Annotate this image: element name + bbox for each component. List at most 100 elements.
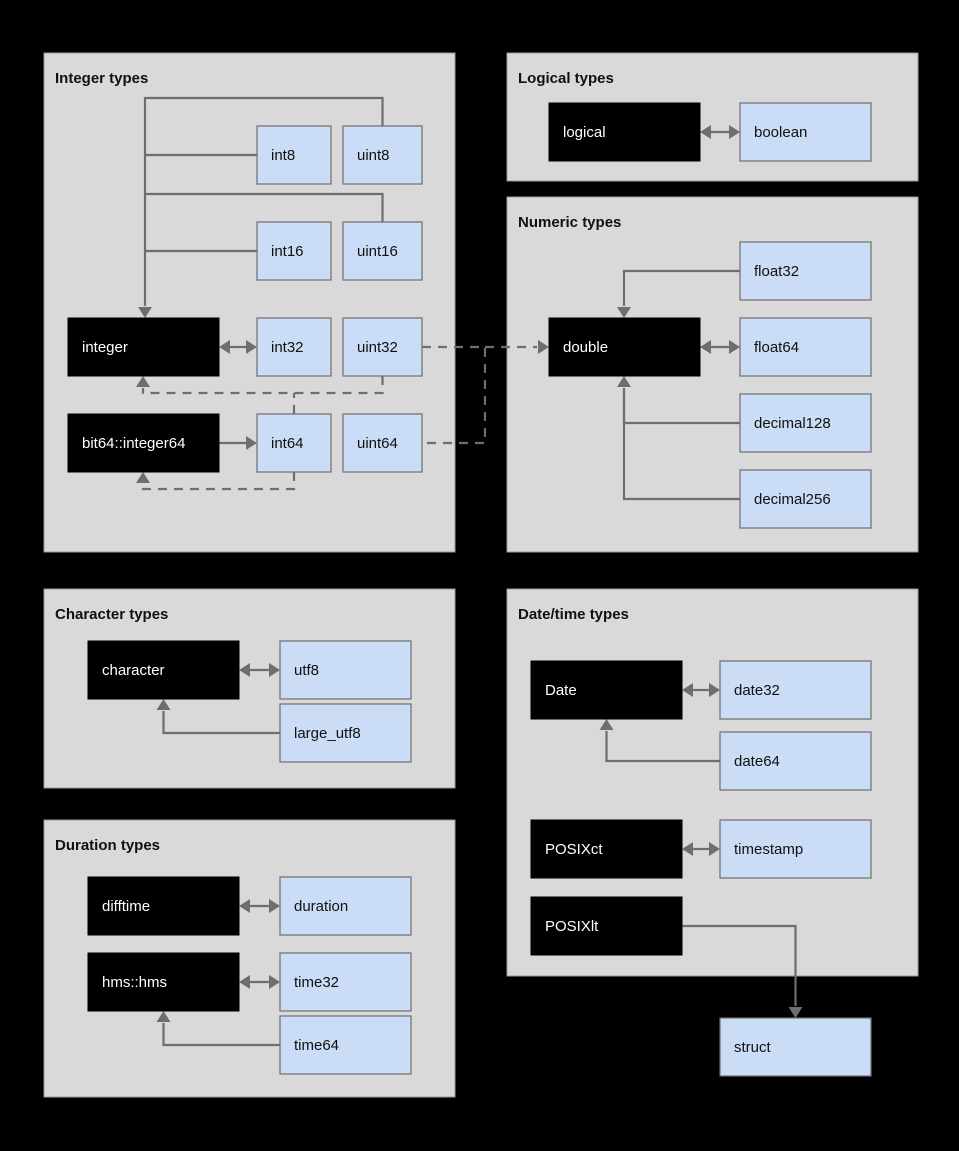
panel-title: Date/time types	[518, 606, 629, 623]
node-double[interactable]: double	[548, 317, 701, 377]
arrowhead-time64-hms	[156, 1011, 171, 1022]
arrowhead-decimal-double	[617, 376, 631, 387]
panel-title: Character types	[55, 606, 168, 623]
node-label: large_utf8	[294, 725, 361, 742]
edges-layer	[136, 96, 803, 1047]
node-label: hms::hms	[102, 974, 167, 991]
arrowhead-int64-int64r	[136, 472, 150, 483]
edge-POSIXlt-struct	[682, 924, 797, 1006]
arrowhead-date32-Date	[682, 683, 693, 697]
node-int8[interactable]: int8	[256, 125, 332, 185]
arrowhead-uint32-integer	[136, 376, 150, 387]
node-time32[interactable]: time32	[279, 952, 412, 1012]
node-label: POSIXct	[545, 841, 603, 858]
panel-title: Duration types	[55, 837, 160, 854]
arrowhead-integer-int32	[246, 340, 257, 354]
node-label: date32	[734, 682, 780, 699]
node-label: double	[563, 339, 608, 356]
node-uint64[interactable]: uint64	[342, 413, 423, 473]
node-label: integer	[82, 339, 128, 356]
arrowhead-boolean-logical	[700, 125, 711, 139]
node-POSIXct[interactable]: POSIXct	[530, 819, 683, 879]
node-label: POSIXlt	[545, 918, 599, 935]
node-int64[interactable]: int64	[256, 413, 332, 473]
arrowhead-timestamp-POSIXct	[682, 842, 693, 856]
node-int64r[interactable]: bit64::integer64	[67, 413, 220, 473]
arrowhead-Date-date32	[709, 683, 720, 697]
arrowhead-int64r-int64	[246, 436, 257, 450]
node-float64[interactable]: float64	[739, 317, 872, 377]
node-uint16[interactable]: uint16	[342, 221, 423, 281]
node-label: bit64::integer64	[82, 435, 185, 452]
node-uint32[interactable]: uint32	[342, 317, 423, 377]
node-label: character	[102, 662, 165, 679]
node-int16[interactable]: int16	[256, 221, 332, 281]
node-uint8[interactable]: uint8	[342, 125, 423, 185]
node-label: int32	[271, 339, 304, 356]
arrowhead-utf8-character	[239, 663, 250, 677]
edge-float32-double	[622, 269, 740, 306]
arrowhead-large_utf8-character	[156, 699, 171, 710]
arrowhead-uint8-integer	[138, 307, 152, 318]
node-struct[interactable]: struct	[719, 1017, 872, 1077]
edge-date64-Date	[605, 731, 720, 763]
node-time64[interactable]: time64	[279, 1015, 412, 1075]
node-duration[interactable]: duration	[279, 876, 412, 936]
node-label: uint8	[357, 147, 390, 164]
arrowhead-double-float64	[729, 340, 740, 354]
node-POSIXlt[interactable]: POSIXlt	[530, 896, 683, 956]
node-label: uint64	[357, 435, 398, 452]
node-decimal256[interactable]: decimal256	[739, 469, 872, 529]
node-Date[interactable]: Date	[530, 660, 683, 720]
edge-uint32-integer	[141, 376, 384, 395]
node-label: time32	[294, 974, 339, 991]
node-label: logical	[563, 124, 606, 141]
arrowhead-uint-double	[538, 340, 549, 354]
node-label: float32	[754, 263, 799, 280]
node-date32[interactable]: date32	[719, 660, 872, 720]
arrowhead-logical-boolean	[729, 125, 740, 139]
node-difftime[interactable]: difftime	[87, 876, 240, 936]
node-label: int64	[271, 435, 304, 452]
node-boolean[interactable]: boolean	[739, 102, 872, 162]
arrowhead-time32-hms	[239, 975, 250, 989]
edge-uint16-integer	[145, 192, 384, 222]
arrowhead-difftime-duration	[269, 899, 280, 913]
node-logical[interactable]: logical	[548, 102, 701, 162]
node-label: int8	[271, 147, 295, 164]
node-label: duration	[294, 898, 348, 915]
arrowhead-float32-double	[617, 307, 631, 318]
edge-int64-int64r	[141, 472, 296, 491]
edge-uint8-integer	[143, 96, 384, 306]
node-integer[interactable]: integer	[67, 317, 220, 377]
node-label: uint32	[357, 339, 398, 356]
node-decimal128[interactable]: decimal128	[739, 393, 872, 453]
node-label: difftime	[102, 898, 150, 915]
node-timestamp[interactable]: timestamp	[719, 819, 872, 879]
node-character[interactable]: character	[87, 640, 240, 700]
node-hmshms[interactable]: hms::hms	[87, 952, 240, 1012]
arrowhead-POSIXct-timestamp	[709, 842, 720, 856]
arrowhead-int32-integer	[219, 340, 230, 354]
edge-decimal256-double	[622, 388, 740, 501]
node-utf8[interactable]: utf8	[279, 640, 412, 700]
node-label: Date	[545, 682, 577, 699]
node-label: float64	[754, 339, 799, 356]
node-label: uint16	[357, 243, 398, 260]
node-large_utf8[interactable]: large_utf8	[279, 703, 412, 763]
panel-title: Integer types	[55, 70, 148, 87]
node-label: date64	[734, 753, 780, 770]
node-label: boolean	[754, 124, 807, 141]
node-label: timestamp	[734, 841, 803, 858]
node-float32[interactable]: float32	[739, 241, 872, 301]
node-int32[interactable]: int32	[256, 317, 332, 377]
node-label: decimal256	[754, 491, 831, 508]
arrowhead-POSIXlt-struct	[788, 1007, 803, 1018]
node-label: struct	[734, 1039, 772, 1056]
panel-title: Logical types	[518, 70, 614, 87]
node-date64[interactable]: date64	[719, 731, 872, 791]
node-label: decimal128	[754, 415, 831, 432]
